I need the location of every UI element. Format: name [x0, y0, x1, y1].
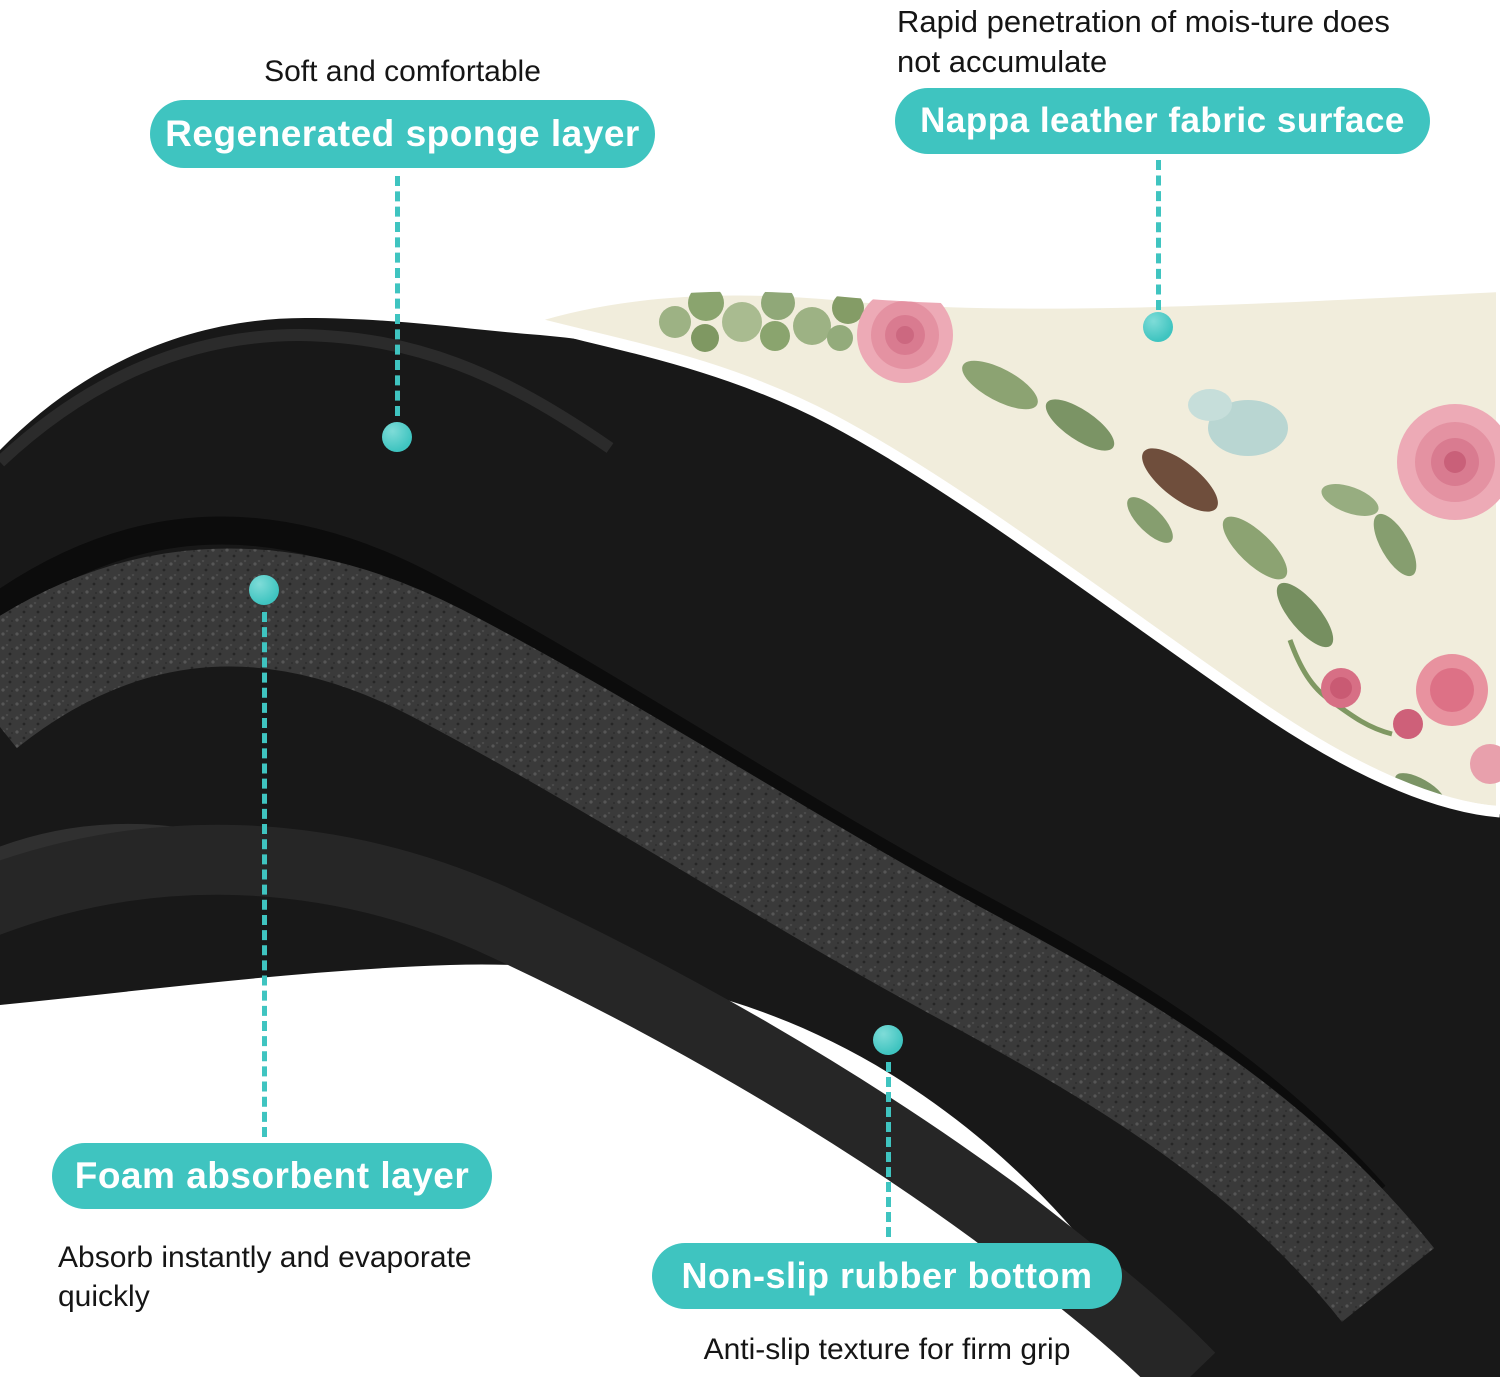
foam-note: Absorb instantly and evaporate quickly	[58, 1241, 472, 1313]
nappa-label-pill: Nappa leather fabric surface	[895, 88, 1430, 154]
foam-callout-dot	[249, 575, 279, 605]
nappa-callout-line	[1156, 160, 1161, 310]
sponge-note: Soft and comfortable	[264, 55, 541, 88]
rubber-label-pill: Non-slip rubber bottom	[652, 1243, 1122, 1309]
sponge-layer-sheen	[0, 328, 614, 467]
sponge-callout-line	[395, 176, 400, 416]
foam-label-pill: Foam absorbent layer	[52, 1143, 492, 1209]
sponge-callout-dot	[382, 422, 412, 452]
nappa-callout-dot	[1143, 312, 1173, 342]
nappa-note: Rapid penetration of mois-ture does not …	[897, 4, 1390, 80]
rubber-callout-line	[886, 1062, 891, 1237]
fabric-white-edge	[528, 316, 1500, 818]
sponge-label-pill: Regenerated sponge layer	[150, 100, 655, 168]
rubber-note: Anti-slip texture for firm grip	[703, 1333, 1071, 1366]
foam-layer-shape	[0, 548, 1435, 1323]
foam-callout-line	[262, 612, 267, 1137]
floral-print	[659, 288, 1500, 807]
rubber-callout-dot	[873, 1025, 903, 1055]
